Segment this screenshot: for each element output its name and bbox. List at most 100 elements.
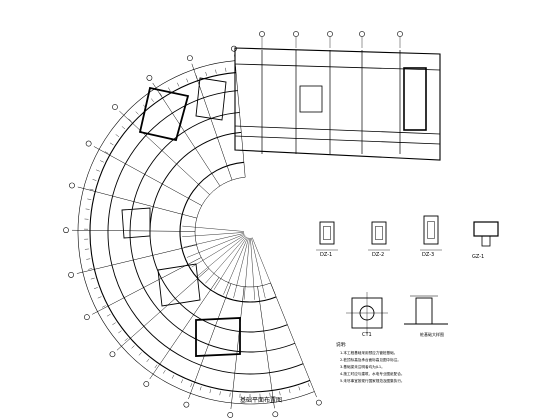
dimension-tick	[219, 391, 221, 396]
radial-grid-line	[230, 286, 245, 409]
upper-wing-corridor	[234, 135, 441, 145]
detail-pile-elevation	[415, 297, 433, 325]
upper-wing-corridor	[234, 125, 441, 135]
dimension-tick	[143, 104, 147, 109]
dimension-tick	[205, 71, 207, 76]
dimension-tick	[195, 74, 198, 79]
grid-bubble	[63, 227, 69, 234]
grid-bubble	[68, 272, 74, 278]
upper-wing-room	[299, 85, 323, 113]
note-line-1: 1.本工程基础采用预应力管桩基础。	[340, 350, 397, 355]
grid-bubble	[231, 45, 237, 52]
dimension-tick	[163, 370, 166, 374]
grid-bubble	[227, 412, 234, 418]
arc-corridor-inner	[149, 131, 288, 333]
dimension-tick	[104, 151, 109, 154]
radial-grid-line	[72, 229, 196, 232]
grid-bubble	[85, 140, 92, 147]
dimension-tick	[109, 142, 114, 146]
detail-gz	[473, 221, 499, 237]
dimension-tick	[89, 188, 94, 191]
fan-line	[223, 237, 248, 295]
fan-line	[191, 234, 245, 268]
dimension-tick	[168, 87, 171, 92]
note-line-2: 2.桩顶标高及承台面标高见图中标注。	[340, 357, 401, 362]
arc-wall-2	[107, 90, 304, 375]
dimension-tick	[100, 160, 104, 163]
detail-dz2-rebar	[375, 226, 383, 240]
lower-room	[157, 263, 201, 307]
dimension-tick	[118, 330, 122, 334]
fan-line	[182, 225, 245, 232]
dimension-tick	[97, 296, 102, 299]
dimension-tick	[146, 358, 150, 363]
dimension-tick	[180, 379, 184, 384]
dimension-tick	[88, 268, 93, 270]
grid-bubble	[327, 31, 333, 37]
dimension-tick	[186, 78, 189, 83]
grid-bubble	[183, 401, 190, 408]
dimension-tick	[190, 383, 193, 388]
dimension-tick	[90, 277, 95, 280]
detail-label-gz: GZ-1	[472, 254, 484, 260]
radial-grid-line	[257, 286, 275, 409]
radial-grid-line	[270, 282, 317, 398]
upper-wing-stair	[403, 67, 427, 131]
dimension-tick	[215, 69, 217, 74]
radial-grid-line	[149, 277, 220, 380]
dimension-tick	[298, 386, 301, 391]
arc-room	[195, 77, 227, 121]
curved-building-plan	[63, 31, 441, 418]
drawing-labels: 基础平面布置图 DZ-1 DZ-2 DZ-3 GZ-1 CT1 桩基础大样图 说…	[240, 252, 484, 404]
radial-grid-line	[119, 110, 210, 195]
detail-label-ct1: CT1	[362, 332, 372, 338]
arc-wall-inner	[179, 161, 277, 303]
notes-header: 说明:	[336, 341, 347, 348]
grid-bubble	[397, 31, 403, 37]
dimension-tick	[112, 322, 116, 325]
note-line-3: 3.基础梁未注明者均为JL1。	[340, 364, 385, 369]
dimension-tick	[96, 169, 100, 172]
note-line-4: 4.施工时应与建筑、水电专业图纸配合。	[340, 371, 405, 376]
fan-line	[197, 235, 246, 276]
grid-bubble	[259, 31, 265, 37]
dimension-tick	[177, 82, 180, 87]
dimension-tick	[279, 391, 281, 396]
dimension-tick	[86, 258, 91, 260]
dimension-tick	[154, 364, 158, 369]
detail-label-dz2: DZ-2	[372, 252, 384, 258]
detail-dz2	[371, 221, 387, 245]
arc-wall-outer	[89, 72, 311, 393]
note-line-5: 5.未尽事宜按现行国家规范及图集执行。	[340, 378, 405, 383]
dimension-tick	[151, 98, 154, 102]
fan-line	[183, 233, 245, 248]
grid-bubble	[83, 314, 90, 321]
dimension-tick	[138, 352, 142, 356]
dimension-tick	[288, 389, 291, 394]
radial-grid-line	[93, 146, 202, 206]
dimension-tick	[131, 345, 135, 349]
radial-grid-line	[76, 244, 197, 274]
radial-grid-line	[234, 54, 246, 178]
fan-line	[186, 234, 245, 258]
dimension-tick	[159, 92, 162, 97]
fan-line	[233, 237, 249, 299]
radial-grid-line	[92, 257, 202, 315]
dimension-tick	[93, 287, 98, 289]
detail-note-ct1: 桩基础大样图	[420, 331, 444, 337]
dimension-tick	[171, 374, 175, 379]
drawing-title: 基础平面布置图	[240, 396, 282, 404]
upper-wing-wall	[234, 63, 441, 71]
dimension-tick	[135, 111, 139, 115]
fan-line	[182, 232, 245, 237]
grid-bubble	[69, 182, 75, 189]
dimension-tick	[92, 179, 97, 181]
grid-bubble	[143, 381, 150, 387]
grid-bubble	[272, 411, 279, 418]
radial-grid-line	[152, 82, 221, 187]
grid-bubble	[146, 75, 153, 81]
grid-bubble	[186, 55, 193, 61]
dimension-tick	[106, 314, 111, 317]
fan-line	[252, 237, 276, 296]
grid-bubble	[112, 104, 118, 110]
